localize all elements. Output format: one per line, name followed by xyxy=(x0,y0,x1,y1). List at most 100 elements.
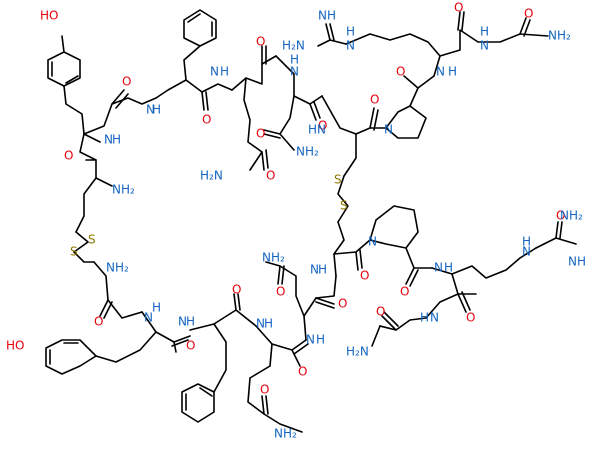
bond xyxy=(523,19,531,37)
atom-s4: S xyxy=(70,245,78,259)
atom-n-top-gua: N xyxy=(346,39,355,53)
atom-s2: S xyxy=(340,199,348,213)
atom-nh2-top-gua: H₂N xyxy=(282,39,305,53)
bond xyxy=(265,395,269,415)
atom-o13: O xyxy=(186,339,195,353)
atom-h-bot-gua: H xyxy=(522,235,531,249)
atom-o6: O xyxy=(266,169,275,183)
bond xyxy=(237,293,241,311)
atom-o10: O xyxy=(524,7,533,21)
bond xyxy=(47,35,81,87)
atom-o9: O xyxy=(454,1,463,15)
bond xyxy=(405,267,415,285)
bond xyxy=(201,91,205,111)
atom-nh-top-gua-imine: NH xyxy=(318,9,336,23)
bond xyxy=(379,293,459,331)
bond xyxy=(409,269,419,287)
bond xyxy=(433,29,549,77)
atom-o18: O xyxy=(276,285,285,299)
atom-h-bot-arg: H xyxy=(444,261,453,275)
atom-nh-bot-gua2: NH xyxy=(568,255,586,269)
bond xyxy=(45,339,97,375)
bond xyxy=(461,291,471,311)
atom-o15: O xyxy=(260,383,269,397)
bond xyxy=(317,39,347,47)
bond xyxy=(185,79,233,93)
bond xyxy=(303,275,337,341)
bond xyxy=(95,177,113,187)
atom-o3: O xyxy=(256,35,265,49)
bond xyxy=(213,309,257,327)
bond xyxy=(535,237,577,249)
bond xyxy=(371,325,381,347)
bond xyxy=(155,45,201,99)
bond xyxy=(247,325,273,415)
bond xyxy=(111,89,125,105)
atom-hn-top-cys: HN xyxy=(308,123,326,137)
bond xyxy=(199,387,213,397)
atom-h-bot-gly: H xyxy=(420,311,429,325)
atom-n-bot-asn: N xyxy=(306,333,315,347)
atom-h-bot-asn: H xyxy=(316,333,325,347)
atom-nh-bot-gua-imine: NH₂ xyxy=(560,209,583,223)
bond xyxy=(65,75,79,84)
bond xyxy=(457,11,461,31)
bond xyxy=(451,247,537,279)
atom-o7: O xyxy=(256,127,265,141)
bond xyxy=(461,11,465,31)
atom-o23: O xyxy=(556,209,565,223)
atom-o17: O xyxy=(338,297,347,311)
bond xyxy=(343,133,357,177)
atom-nh2-top-cys: NH₂ xyxy=(112,183,135,197)
bond xyxy=(315,297,335,305)
atom-h-bot-tyr: H xyxy=(152,301,161,315)
atom-n-bot-pro: N xyxy=(368,235,377,249)
bond xyxy=(261,151,265,171)
atom-o11: O xyxy=(64,149,73,163)
bond xyxy=(369,107,375,129)
atom-n-bot-arg: N xyxy=(434,261,443,275)
bond xyxy=(63,85,101,143)
atom-h-top-gln: H xyxy=(220,65,229,79)
bond xyxy=(385,105,427,139)
atom-o4: O xyxy=(318,119,327,133)
atom-h-bot-phe: H xyxy=(186,315,195,329)
atom-n-top-asn: N xyxy=(290,65,299,79)
bond xyxy=(329,23,335,41)
atom-h-top-asn: H xyxy=(290,53,299,67)
atom-label-layer: HO HO O O O O O O O O O O O O O O O O O … xyxy=(6,1,586,441)
bond xyxy=(155,331,177,353)
bond xyxy=(261,395,265,415)
atom-o5: O xyxy=(370,93,379,107)
atom-n-top-tyr: N xyxy=(104,133,113,147)
atom-n-bot-gua: N xyxy=(522,245,531,259)
bond xyxy=(337,175,349,223)
atom-n-top-phe: N xyxy=(146,103,155,117)
bond xyxy=(555,221,559,239)
atom-o12: O xyxy=(94,315,103,329)
bond xyxy=(457,293,467,313)
bond xyxy=(171,339,189,347)
bond xyxy=(231,55,277,91)
bond xyxy=(83,97,157,135)
atom-h-top-tyr: H xyxy=(112,133,121,147)
bond xyxy=(369,205,419,249)
bond xyxy=(277,265,281,285)
bond xyxy=(189,323,227,393)
bond xyxy=(325,23,331,41)
bond xyxy=(205,91,209,111)
atom-h-top-arg: H xyxy=(448,65,457,79)
bond xyxy=(263,133,281,139)
atom-n-top-gln: N xyxy=(210,65,219,79)
bond xyxy=(373,109,379,131)
atom-nh2-bot-cys: NH₂ xyxy=(106,261,129,275)
atom-n-bot-tyr: N xyxy=(144,311,153,325)
bond xyxy=(103,301,113,319)
atom-nh2-top-asn: NH₂ xyxy=(296,145,319,159)
atom-nh2-top-gly: NH₂ xyxy=(548,29,571,43)
bond xyxy=(279,95,295,151)
atom-n-bot-cys: N xyxy=(310,263,319,277)
atom-n-bot-phe: N xyxy=(178,315,187,329)
bond xyxy=(381,315,397,331)
atom-o8: O xyxy=(396,65,405,79)
